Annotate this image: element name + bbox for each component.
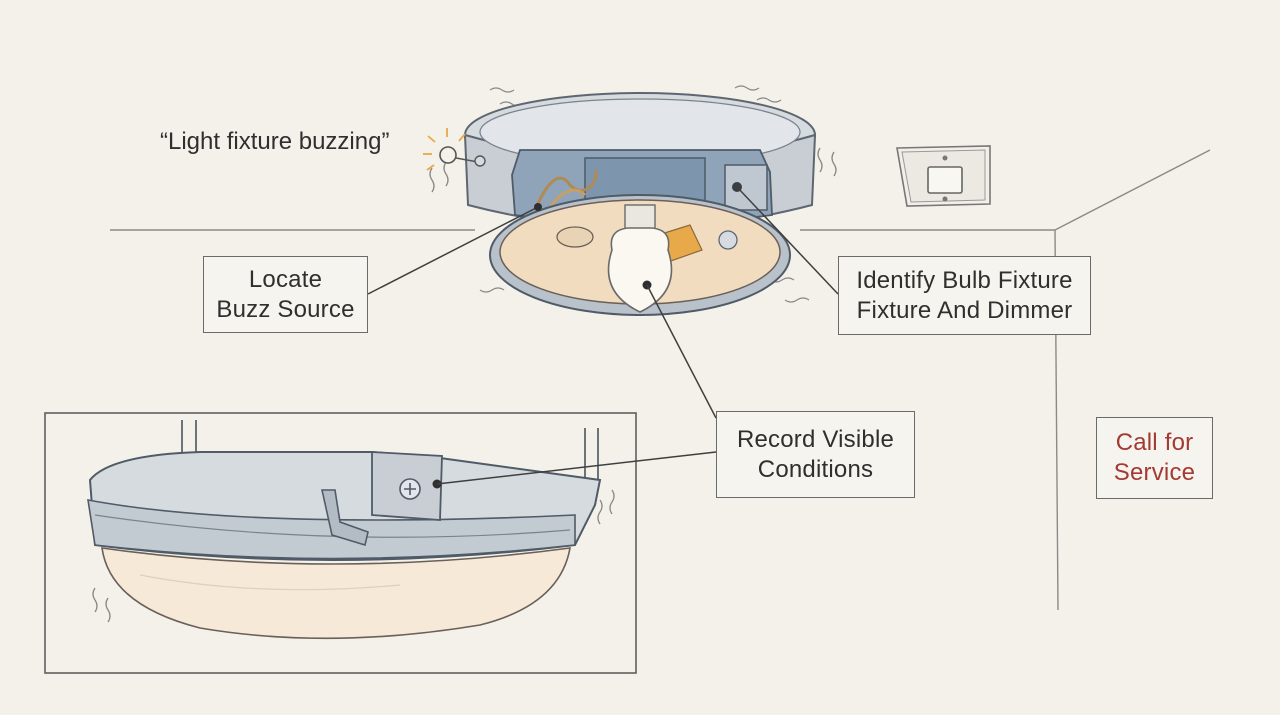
- callout-line: Buzz Source: [216, 295, 355, 323]
- callout-line: Identify Bulb Fixture: [856, 266, 1073, 294]
- callout-line: Conditions: [757, 455, 874, 483]
- callout-line: Call for: [1115, 429, 1194, 456]
- callout-line: Locate: [248, 265, 323, 293]
- identify-bulb-fixture-callout: Identify Bulb Fixture Fixture And Dimmer: [838, 256, 1091, 335]
- record-visible-conditions-callout: Record Visible Conditions: [716, 411, 915, 498]
- leader-lines: [367, 186, 839, 485]
- locate-pointer-dot: [534, 203, 542, 211]
- callout-line: Record Visible: [736, 425, 895, 453]
- vibration-marks: [429, 85, 837, 303]
- callout-line: Fixture And Dimmer: [856, 296, 1073, 324]
- wall-switch-icon: [896, 145, 991, 207]
- callout-line: Service: [1113, 459, 1196, 486]
- call-for-service-callout: Call for Service: [1096, 417, 1213, 499]
- buzz-indicator-icon: [423, 128, 486, 171]
- quote-label: “Light fixture buzzing”: [160, 128, 390, 155]
- inset-detail-panel: [44, 412, 637, 674]
- ceiling-fixture: [463, 92, 817, 316]
- locate-buzz-source-callout: Locate Buzz Source: [203, 256, 368, 333]
